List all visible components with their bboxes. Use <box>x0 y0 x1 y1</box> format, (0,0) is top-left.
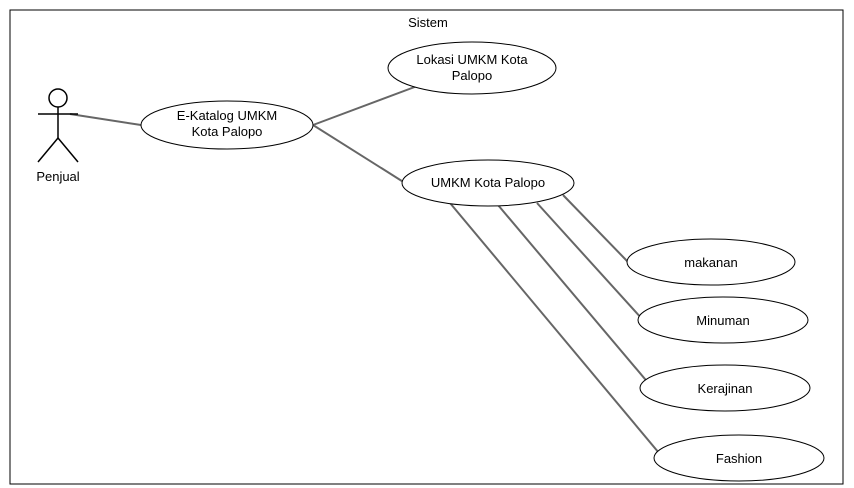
use-case-minuman: Minuman <box>637 296 809 344</box>
use-case-minuman-label: Minuman <box>696 313 749 328</box>
use-case-umkm-label: UMKM Kota Palopo <box>431 175 545 190</box>
use-case-makanan: makanan <box>626 238 796 286</box>
use-case-ekatalog-line2: Kota Palopo <box>192 124 263 139</box>
association-umkm-fashion <box>449 202 660 454</box>
association-lines <box>69 84 660 454</box>
actor-label: Penjual <box>36 169 79 184</box>
use-case-lokasi: Lokasi UMKM Kota Palopo <box>387 41 557 95</box>
association-actor-ekatalog <box>69 113 142 126</box>
association-umkm-kerajinan <box>497 204 651 386</box>
use-case-umkm-kota-palopo: UMKM Kota Palopo <box>401 159 575 207</box>
system-label: Sistem <box>408 15 448 30</box>
association-ekatalog-lokasi <box>312 84 421 126</box>
use-case-kerajinan-label: Kerajinan <box>698 381 753 396</box>
use-case-fashion: Fashion <box>653 434 825 482</box>
association-ekatalog-umkm <box>312 124 406 184</box>
use-case-lokasi-line2: Palopo <box>452 68 492 83</box>
use-case-ekatalog-line1: E-Katalog UMKM <box>177 108 277 123</box>
association-umkm-minuman <box>536 202 644 321</box>
use-case-kerajinan: Kerajinan <box>639 364 811 412</box>
use-case-lokasi-line1: Lokasi UMKM Kota <box>416 52 528 67</box>
use-case-fashion-label: Fashion <box>716 451 762 466</box>
use-case-makanan-label: makanan <box>684 255 737 270</box>
use-case-ekatalog: E-Katalog UMKM Kota Palopo <box>140 100 314 150</box>
actor-stick-figure-icon <box>37 88 79 163</box>
actor-penjual <box>37 88 79 163</box>
association-umkm-makanan <box>562 194 629 263</box>
